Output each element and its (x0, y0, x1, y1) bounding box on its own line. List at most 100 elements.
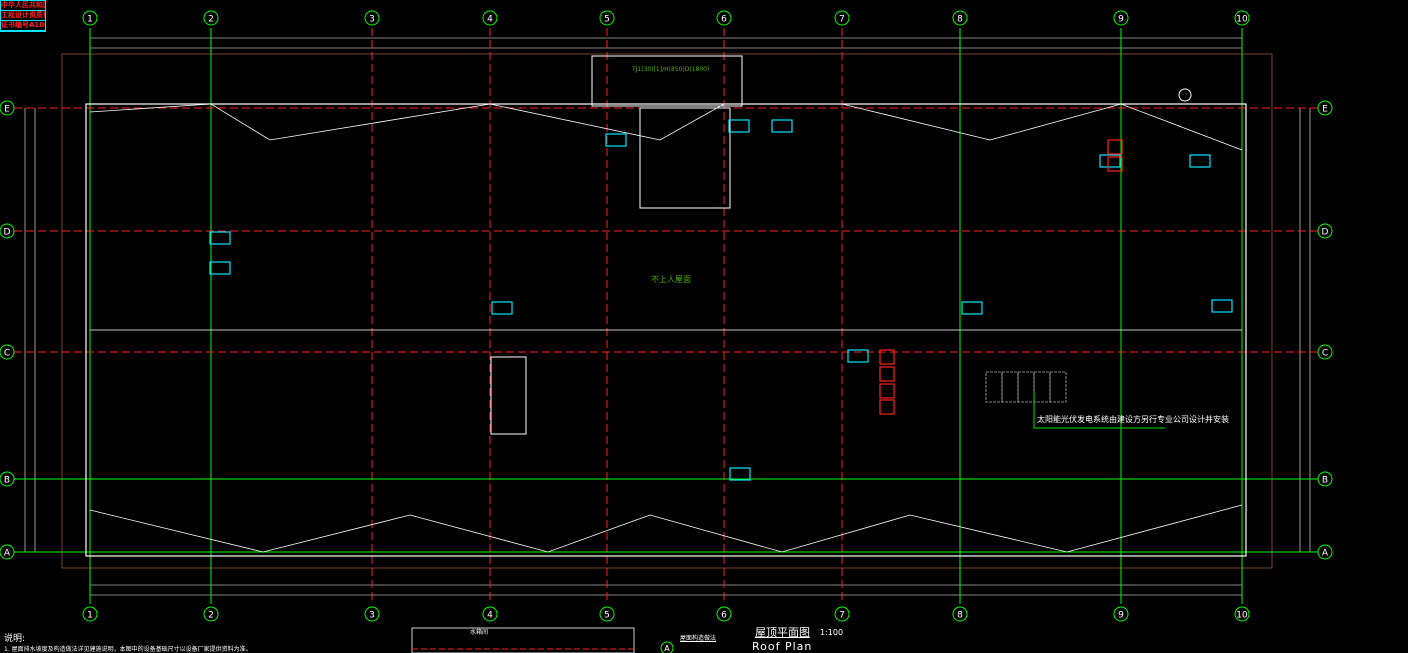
column-bubble (1113, 10, 1129, 26)
pv-panel (1001, 371, 1019, 403)
column-label: 3 (369, 611, 375, 621)
pv-panel (1033, 371, 1051, 403)
row-bubble (0, 344, 15, 360)
equipment-base (771, 119, 793, 133)
column-bubble (482, 606, 498, 622)
row-bubble (0, 544, 15, 560)
row-bubble (1317, 471, 1333, 487)
detail-label: 屋面构造做法 (680, 635, 717, 642)
note-1: 1. 屋面排水坡度及构造做法详见建施说明，本图中的设备基础尺寸以设备厂家提供资料… (4, 646, 252, 653)
building-outline (61, 53, 1273, 569)
equipment-base (491, 301, 513, 315)
column-label: 1 (87, 611, 93, 621)
roof-hatch (490, 356, 527, 435)
row-bubble (1317, 344, 1333, 360)
column-bubble (203, 606, 219, 622)
drainage-slope-line (89, 103, 1243, 151)
column-label: 2 (208, 611, 214, 621)
column-bubble (203, 10, 219, 26)
equipment-base (1099, 154, 1121, 168)
fan-unit (879, 399, 895, 415)
row-bubble (1317, 223, 1333, 239)
roof-type-label: 不上人屋面 (651, 275, 691, 284)
fan-unit (879, 349, 895, 365)
column-label: 9 (1118, 611, 1124, 621)
column-bubble (834, 606, 850, 622)
equipment-base (1211, 299, 1233, 313)
equipment-base (729, 467, 751, 481)
pv-panel (985, 371, 1003, 403)
column-bubble (482, 10, 498, 26)
row-label: A (1322, 549, 1329, 559)
equipment-base (1189, 154, 1211, 168)
pv-leader-line (1033, 392, 1165, 429)
row-label: B (4, 476, 10, 486)
column-label: 8 (957, 15, 963, 25)
column-label: 6 (721, 15, 727, 25)
column-bubble (82, 10, 98, 26)
drawing-title-en: Roof Plan (752, 640, 813, 653)
pv-panel (1049, 371, 1067, 403)
column-bubble (952, 606, 968, 622)
detail-ref-bubble (660, 641, 674, 653)
top-box-note: TJ1(30)[1]/H(850)D(1800) (632, 66, 710, 73)
equipment-base (209, 261, 231, 275)
row-bubble (1317, 100, 1333, 116)
drawing-title-cn: 屋顶平面图 (755, 626, 810, 639)
equipment-base (728, 119, 750, 133)
section-symbol (1178, 88, 1192, 102)
equipment-base (961, 301, 983, 315)
elevator-shaft (639, 107, 731, 209)
row-label: D (1322, 228, 1329, 238)
stamp-line-1: 中华人民共和国 (1, 1, 45, 11)
equipment-base (847, 349, 869, 363)
column-bubble (364, 10, 380, 26)
detail-section (411, 627, 635, 653)
fan-unit (879, 383, 895, 399)
detail-ref-label: A (664, 644, 670, 653)
column-bubble (1234, 10, 1250, 26)
column-label: 3 (369, 15, 375, 25)
pv-panel (1017, 371, 1035, 403)
row-label: E (4, 105, 10, 115)
equipment-base (605, 133, 627, 147)
column-bubble (716, 606, 732, 622)
fan-unit (1107, 139, 1123, 155)
row-label: D (4, 228, 11, 238)
drainage-slope-line (89, 504, 1243, 553)
equipment-base (209, 231, 231, 245)
column-bubble (1113, 606, 1129, 622)
column-bubble (599, 10, 615, 26)
row-bubble (0, 100, 15, 116)
column-label: 10 (1236, 611, 1248, 621)
drawing-scale: 1:100 (820, 628, 844, 637)
column-label: 7 (839, 15, 845, 25)
column-label: 8 (957, 611, 963, 621)
column-label: 5 (604, 15, 610, 25)
fan-unit (879, 366, 895, 382)
row-bubble (1317, 544, 1333, 560)
row-label: C (1322, 349, 1328, 359)
column-bubble (834, 10, 850, 26)
column-label: 10 (1236, 15, 1248, 25)
stair-penthouse (591, 55, 743, 107)
row-label: A (4, 549, 11, 559)
column-label: 4 (487, 611, 493, 621)
column-bubble (82, 606, 98, 622)
pv-note: 太阳能光伏发电系统由建设方另行专业公司设计并安装 (1037, 415, 1229, 424)
column-bubble (716, 10, 732, 26)
column-bubble (1234, 606, 1250, 622)
column-label: 1 (87, 15, 93, 25)
column-bubble (364, 606, 380, 622)
column-bubble (952, 10, 968, 26)
column-bubble (599, 606, 615, 622)
row-bubble (0, 223, 15, 239)
row-bubble (0, 471, 15, 487)
row-label: B (1322, 476, 1328, 486)
column-label: 4 (487, 15, 493, 25)
column-label: 5 (604, 611, 610, 621)
column-label: 7 (839, 611, 845, 621)
